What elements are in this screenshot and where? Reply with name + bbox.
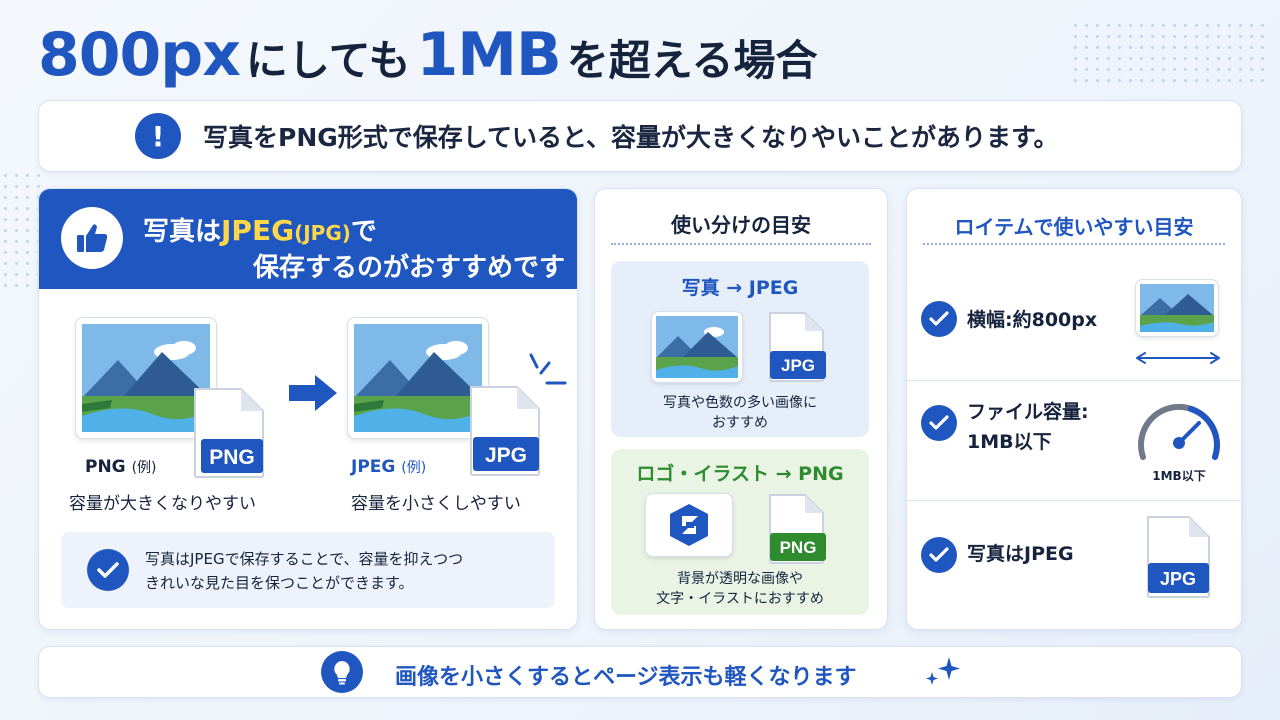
row-divider bbox=[907, 380, 1241, 381]
exclamation-icon: ! bbox=[135, 113, 181, 159]
jpeg-recommendation-card: 写真はJPEG(JPG)で 保存するのがおすすめです PNG PNG (例) 容… bbox=[38, 188, 578, 630]
svg-text:PNG: PNG bbox=[780, 538, 817, 557]
photo-jpeg-desc-line1: 写真や色数の多い画像に bbox=[663, 395, 817, 411]
decorative-dots-left bbox=[0, 170, 40, 290]
landscape-photo-after bbox=[347, 317, 489, 439]
sparkle-icon bbox=[926, 657, 960, 685]
speedometer-gauge-icon bbox=[1138, 403, 1220, 460]
card-header: 写真はJPEG(JPG)で 保存するのがおすすめです bbox=[39, 189, 577, 289]
sparkle-lines-icon bbox=[529, 353, 567, 385]
title-part2: にしても bbox=[245, 36, 411, 85]
photo-jpeg-title: 写真 → JPEG bbox=[681, 277, 799, 299]
card-heading-line1: 写真はJPEG(JPG)で bbox=[143, 214, 377, 247]
width-guideline-row: 横幅:約800px bbox=[907, 261, 1241, 379]
title-part1: 800px bbox=[38, 20, 241, 90]
check-icon bbox=[87, 549, 129, 591]
title-part3: 1MB bbox=[416, 20, 562, 90]
lightbulb-icon bbox=[321, 651, 363, 693]
check-icon bbox=[921, 405, 957, 441]
jpg-file-icon: JPG bbox=[470, 386, 540, 476]
check-icon bbox=[921, 537, 957, 573]
usage-guide-title: 使い分けの目安 bbox=[671, 213, 811, 237]
svg-text:JPG: JPG bbox=[1160, 569, 1196, 589]
jpeg-desc: 容量を小さくしやすい bbox=[351, 494, 521, 514]
gauge-label: 1MB以下 bbox=[1152, 469, 1206, 483]
jpg-file-icon-small: JPG bbox=[769, 312, 826, 382]
jpg-file-icon-right: JPG bbox=[1147, 516, 1210, 598]
photo-jpeg-box: 写真 → JPEG JPG 写真や色数の多い画像に おすすめ bbox=[611, 261, 869, 437]
note-line2: きれいな見た目を保つことができます。 bbox=[145, 574, 414, 592]
jpeg-label: JPEG (例) bbox=[351, 457, 427, 477]
logo-png-desc-line2: 文字・イラストにおすすめ bbox=[656, 591, 824, 607]
notice-banner: ! 写真をPNG形式で保存していると、容量が大きくなりやいことがあります。 bbox=[38, 100, 1242, 172]
photo-jpeg-desc-line2: おすすめ bbox=[712, 415, 768, 431]
landscape-photo-before bbox=[75, 317, 217, 439]
footer-tip-text: 画像を小さくするとページ表示も軽くなります bbox=[395, 665, 857, 690]
jpeg-benefit-note: 写真はJPEGで保存することで、容量を抑えつつ きれいな見た目を保つことができま… bbox=[61, 532, 555, 608]
png-file-icon-small: PNG bbox=[769, 494, 826, 564]
card-heading-line2: 保存するのがおすすめです bbox=[253, 253, 566, 283]
logo-png-title: ロゴ・イラスト → PNG bbox=[636, 463, 844, 485]
filesize-guideline-text: ファイル容量: 1MB以下 bbox=[967, 401, 1089, 453]
thumbs-up-icon bbox=[61, 207, 123, 269]
title-part4: を超える場合 bbox=[566, 36, 818, 85]
png-file-icon: PNG bbox=[194, 388, 264, 478]
png-label: PNG (例) bbox=[85, 457, 157, 477]
logo-png-box: ロゴ・イラスト → PNG PNG 背景が透明な画像や 文字・イラストにおすすめ bbox=[611, 449, 869, 615]
usage-guide-card: 使い分けの目安 写真 → JPEG JPG 写真や色数の多い画像に おすすめ ロ… bbox=[594, 188, 888, 630]
page-title: 800px にしても 1MB を超える場合 bbox=[38, 20, 823, 92]
landscape-photo-small bbox=[651, 311, 743, 383]
svg-text:PNG: PNG bbox=[209, 446, 255, 469]
svg-text:JPG: JPG bbox=[485, 444, 527, 467]
title-divider bbox=[611, 243, 871, 245]
note-line1: 写真はJPEGで保存することで、容量を抑えつつ bbox=[145, 550, 464, 568]
svg-text:JPG: JPG bbox=[781, 356, 815, 375]
landscape-photo-width bbox=[1135, 279, 1219, 337]
check-icon bbox=[921, 301, 957, 337]
footer-tip-banner: 画像を小さくするとページ表示も軽くなります bbox=[38, 646, 1242, 698]
notice-text: 写真をPNG形式で保存していると、容量が大きくなりやいことがあります。 bbox=[203, 123, 1059, 152]
logo-sample bbox=[645, 493, 733, 557]
guideline-title: ロイテムで使いやすい目安 bbox=[954, 215, 1194, 239]
loitem-guideline-card: ロイテムで使いやすい目安 横幅:約800px ファイル容量: 1MB以下 bbox=[906, 188, 1242, 630]
decorative-dots bbox=[1070, 20, 1270, 90]
photo-jpeg-guideline-row: 写真はJPEG JPG bbox=[907, 501, 1241, 621]
photo-jpeg-guideline-text: 写真はJPEG bbox=[967, 543, 1074, 565]
width-guideline-text: 横幅:約800px bbox=[967, 309, 1098, 331]
title-divider bbox=[923, 243, 1225, 245]
width-arrow-icon bbox=[1136, 352, 1220, 364]
row-divider bbox=[907, 500, 1241, 501]
arrow-right-icon bbox=[289, 375, 337, 411]
filesize-guideline-row: ファイル容量: 1MB以下 1MB以下 bbox=[907, 381, 1241, 499]
png-desc: 容量が大きくなりやすい bbox=[69, 494, 256, 514]
logo-png-desc-line1: 背景が透明な画像や bbox=[677, 571, 803, 587]
